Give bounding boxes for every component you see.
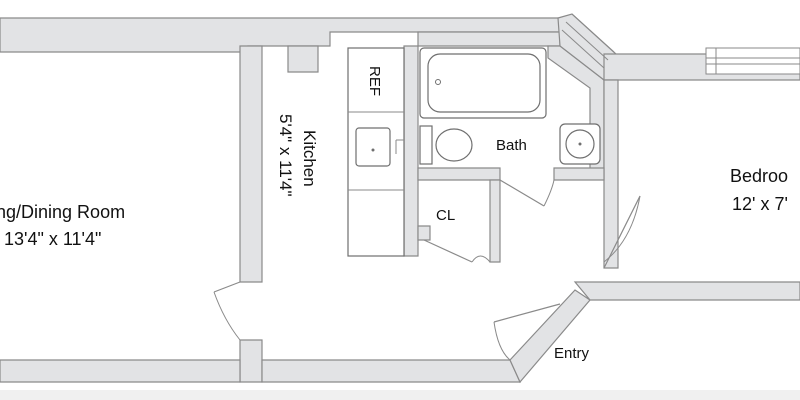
bath-bottom-wall — [417, 167, 501, 181]
toilet-tank — [419, 125, 433, 165]
sink-drain-icon — [371, 148, 375, 152]
window-bedroom — [705, 47, 800, 75]
window-angled — [561, 13, 615, 69]
bath-sink-drain-icon — [578, 142, 582, 146]
door-bedroom — [603, 195, 641, 269]
door-closet — [423, 239, 491, 263]
living-kitchen-partition-upper — [239, 45, 263, 283]
bathtub-drain-icon — [435, 79, 441, 85]
closet-label: CL — [436, 207, 455, 224]
kitchen-name: Kitchen — [300, 130, 319, 187]
door-bath — [499, 179, 555, 207]
bottom-band — [0, 390, 800, 400]
exterior-wall-bottom-right — [573, 281, 800, 301]
bath-name: Bath — [496, 137, 527, 154]
entry-name: Entry — [554, 345, 590, 362]
exterior-wall-bottom-mid — [261, 359, 521, 383]
refrigerator-label: REF — [366, 66, 383, 96]
kitchen-sink — [355, 127, 391, 167]
living-dining-name: ng/Dining Room — [0, 202, 125, 222]
closet-right-wall — [489, 179, 501, 263]
exterior-wall-bottom-left — [0, 359, 241, 383]
bedroom-left-wall — [603, 79, 619, 269]
living-kitchen-partition-lower — [239, 339, 263, 383]
bath-bottom-wall-right — [553, 167, 605, 181]
living-dining-dims: 13'4" x 11'4" — [4, 229, 101, 249]
bathtub-inner — [427, 53, 541, 113]
bedroom-name: Bedroo — [730, 166, 788, 186]
kitchen-dims: 5'4" x 11'4" — [276, 114, 295, 197]
bedroom-dims: 12' x 7' — [732, 194, 788, 214]
kitchen-wall-bump — [287, 45, 319, 73]
kitchen-bath-partition — [403, 45, 419, 257]
closet-bottom-wall — [417, 225, 431, 241]
toilet-bowl — [435, 128, 473, 162]
bath-top-wall — [417, 31, 561, 47]
angled-wall-entry — [509, 289, 591, 384]
door-living — [213, 281, 241, 341]
door-entry — [493, 303, 561, 361]
